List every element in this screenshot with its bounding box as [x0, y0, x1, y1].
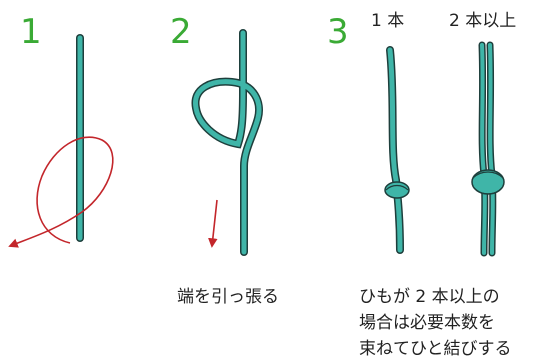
multiple-cords-label: 2 本以上	[449, 11, 517, 31]
step-3-caption: ひもが 2 本以上の 場合は必要本数を 束ねてひと結びする	[359, 284, 512, 362]
multiple-cords-knot	[471, 41, 505, 257]
step-2-caption: 端を引っ張る	[177, 287, 279, 307]
step-3-number: 3	[327, 12, 349, 52]
step-2-number: 2	[170, 12, 192, 52]
step-3-caption-line-2: 場合は必要本数を	[359, 313, 495, 333]
step-1-number: 1	[20, 12, 42, 52]
step-3-caption-line-3: 束ねてひと結びする	[359, 339, 512, 359]
step-1-loop-arrow	[8, 136, 114, 248]
step-2-knot	[191, 29, 263, 256]
step-2-pull-arrow	[208, 199, 218, 248]
step-3-caption-line-1: ひもが 2 本以上の	[359, 287, 500, 307]
single-cord-label: 1 本	[371, 11, 405, 31]
single-cord-knot	[384, 46, 410, 254]
